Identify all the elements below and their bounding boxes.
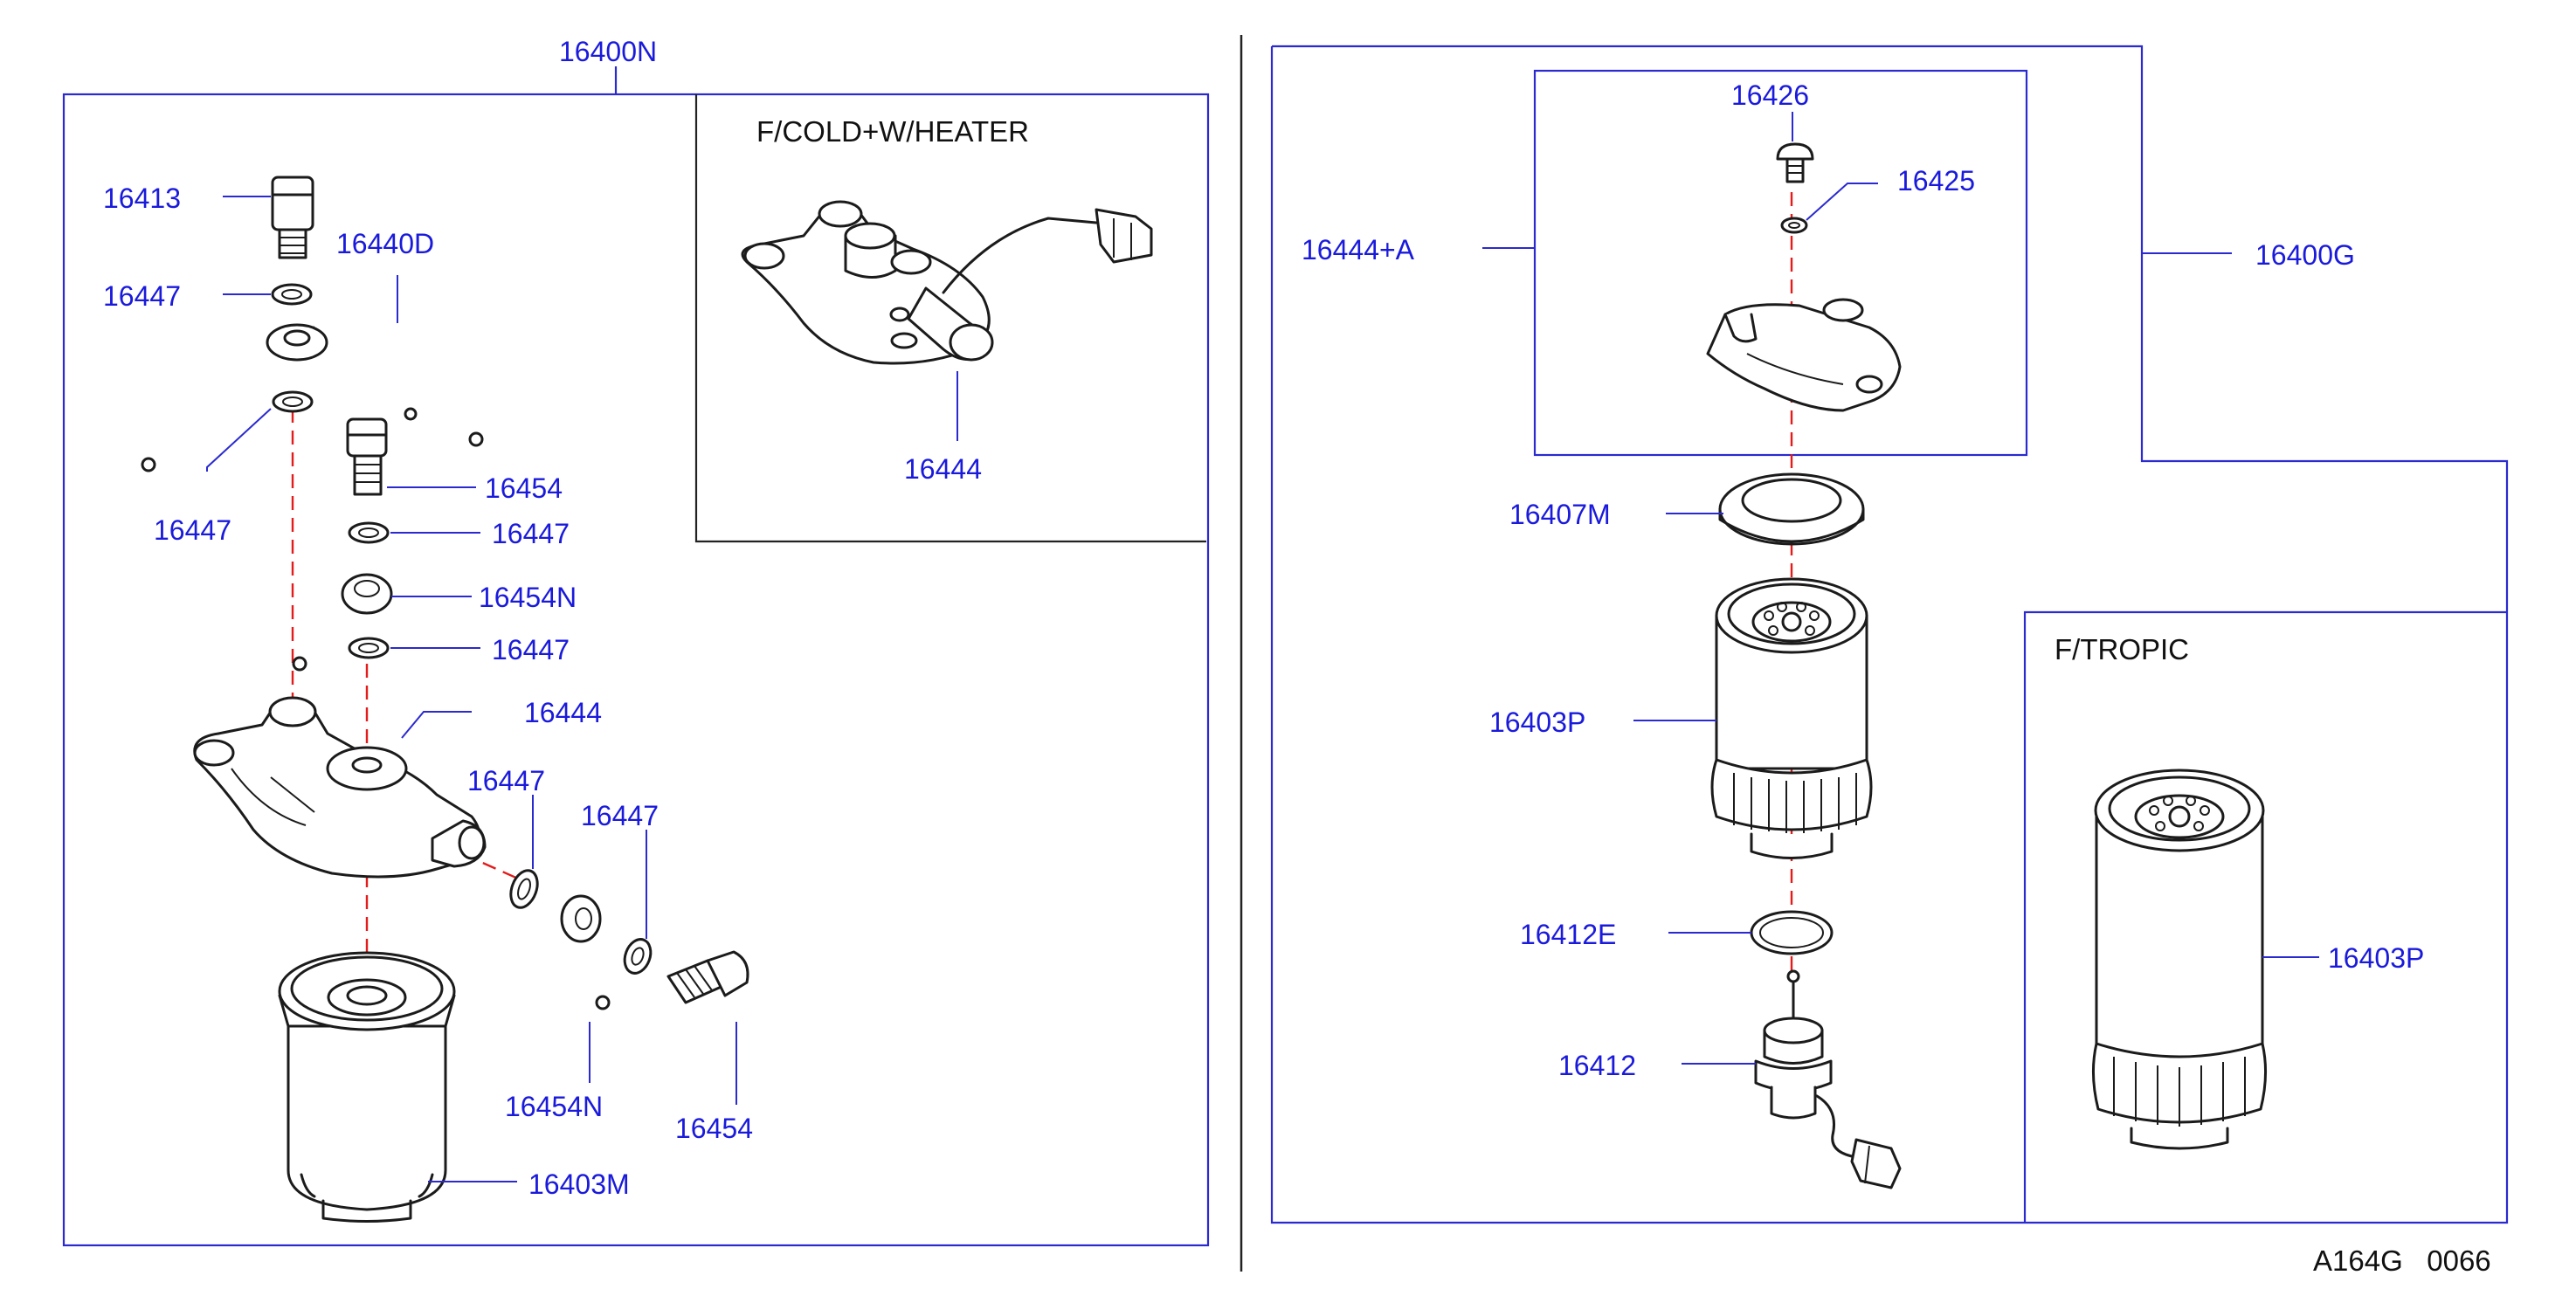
- filter-16403p-tropic: [2091, 769, 2268, 1150]
- label-16454-b: 16454: [675, 1113, 753, 1144]
- label-16407m: 16407M: [1509, 499, 1611, 530]
- label-16444-main: 16444: [524, 697, 602, 728]
- filter-head-16444: [193, 696, 487, 879]
- cold-inset-frame: [694, 94, 1206, 543]
- label-16403p-tropic: 16403P: [2328, 942, 2424, 974]
- labels: 16400N F/COLD+W/HEATER 16413 16440D 1644…: [103, 36, 2491, 1277]
- gasket-16407m: [1718, 472, 1865, 546]
- right-parts: [1706, 142, 2268, 1189]
- banjo-16454n-a: [292, 573, 393, 672]
- label-16444-inset: 16444: [904, 453, 982, 485]
- washer-16447-b: [272, 390, 314, 413]
- washer-16425: [1780, 217, 1808, 234]
- label-16454n-a: 16454N: [479, 582, 577, 613]
- bolt-16413: [271, 176, 314, 259]
- label-16444a: 16444+A: [1302, 234, 1415, 265]
- right-assembly-frame: [1270, 45, 2509, 1224]
- label-16426: 16426: [1731, 79, 1809, 111]
- label-16447-c: 16447: [492, 518, 570, 549]
- label-16454n-b: 16454N: [505, 1091, 603, 1122]
- bolt-16454-a: [346, 417, 388, 496]
- banjo-16454n-b: [560, 894, 611, 1010]
- label-16447-d: 16447: [492, 634, 570, 665]
- head-subassembly-frame: [1533, 69, 2028, 457]
- label-16413: 16413: [103, 183, 181, 214]
- label-16412: 16412: [1558, 1050, 1636, 1081]
- label-16440d: 16440D: [336, 228, 434, 259]
- left-parts: [141, 176, 1153, 1223]
- filter-head-16444a: [1706, 298, 1902, 412]
- label-16447-e: 16447: [467, 765, 545, 796]
- filter-16403m: [278, 951, 456, 1223]
- label-tropic: F/TROPIC: [2055, 633, 2189, 665]
- label-16454-a: 16454: [485, 472, 563, 504]
- leader-lines: [206, 112, 2319, 1182]
- filter-16403p-main: [1710, 577, 1873, 859]
- label-16400g: 16400G: [2255, 239, 2355, 271]
- frames: [62, 35, 2509, 1272]
- screw-16426: [1776, 142, 1814, 183]
- label-cold-heater: F/COLD+W/HEATER: [756, 115, 1029, 148]
- label-16447-f: 16447: [581, 800, 659, 831]
- pipe-16440d: [141, 319, 484, 472]
- label-16447-a: 16447: [103, 280, 181, 312]
- washer-16447-d: [348, 637, 390, 659]
- tropic-inset-frame: [2023, 610, 2507, 1223]
- left-assembly-frame: [62, 93, 1210, 1247]
- label-16447-b: 16447: [154, 514, 231, 546]
- washer-16447-e: [509, 869, 539, 909]
- label-16425: 16425: [1897, 165, 1975, 196]
- figure-code: A164G 0066: [2313, 1244, 2491, 1277]
- label-16400n: 16400N: [559, 36, 657, 67]
- label-16403p-main: 16403P: [1489, 707, 1585, 738]
- washer-16447-f: [623, 938, 653, 975]
- washer-16447-a: [271, 283, 313, 306]
- bolt-16454-b: [666, 950, 749, 1004]
- label-16412e: 16412E: [1520, 919, 1616, 950]
- label-16403m: 16403M: [528, 1168, 630, 1200]
- washer-16447-c: [348, 521, 390, 544]
- filter-head-16444-heater: [741, 200, 1153, 365]
- sensor-16412: [1754, 969, 1902, 1189]
